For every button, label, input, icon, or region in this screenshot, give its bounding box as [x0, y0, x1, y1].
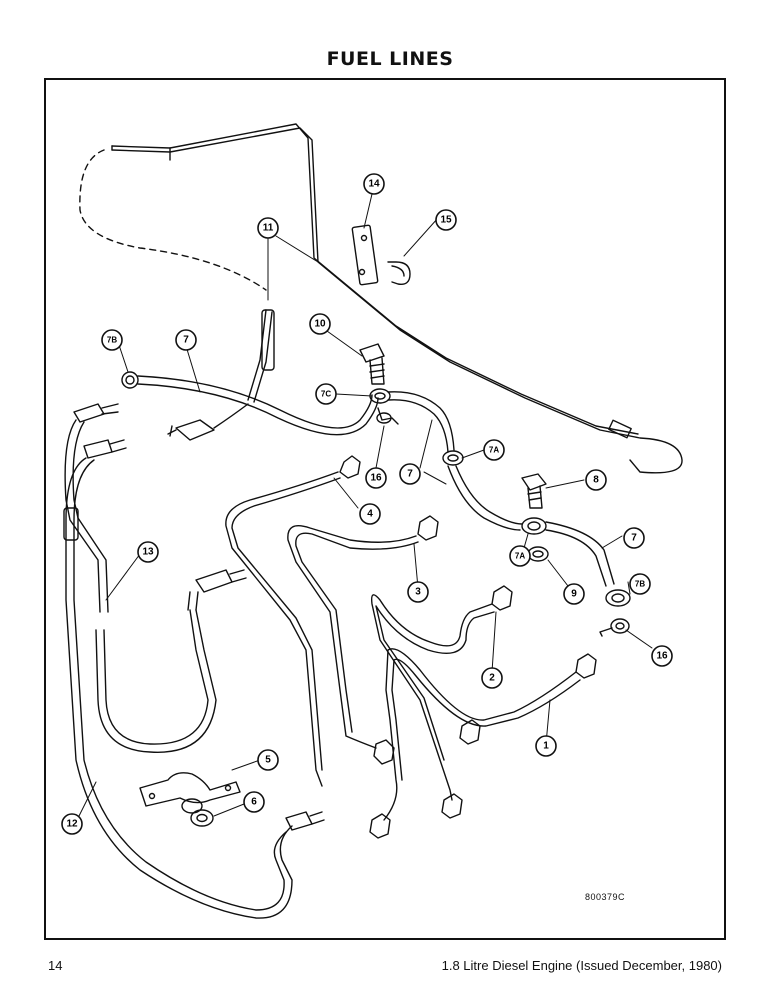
injector-pipe-3 — [287, 515, 439, 765]
svg-text:10: 10 — [314, 319, 326, 330]
svg-text:7B: 7B — [107, 336, 117, 345]
injector-pipe-2 — [370, 585, 513, 819]
union-16-right — [599, 618, 630, 637]
banjo-7c — [369, 388, 455, 453]
svg-text:13: 13 — [142, 547, 154, 558]
callout-16-right: 16 — [651, 645, 673, 667]
callout-7-left: 7 — [175, 329, 197, 351]
callout-6: 6 — [243, 791, 265, 813]
fuel-pipe-12 — [65, 439, 325, 919]
diagram-frame — [44, 78, 726, 940]
callout-14: 14 — [363, 173, 385, 195]
injector-pipe-1 — [369, 648, 597, 839]
svg-text:3: 3 — [415, 587, 421, 598]
banjo-bolt-8 — [521, 473, 547, 509]
callout-11: 11 — [257, 217, 279, 239]
svg-text:7B: 7B — [635, 580, 645, 589]
page-footer: 1.8 Litre Diesel Engine (Issued December… — [441, 958, 722, 973]
svg-text:2: 2 — [489, 673, 495, 684]
svg-text:12: 12 — [66, 819, 78, 830]
svg-text:7: 7 — [407, 469, 413, 480]
page-title: FUEL LINES — [326, 48, 454, 70]
callout-7A-lower: 7A — [509, 545, 531, 567]
svg-text:14: 14 — [368, 179, 380, 190]
svg-text:6: 6 — [251, 797, 257, 808]
leak-off-hose-7-left — [121, 371, 379, 441]
callout-7-right: 7 — [623, 527, 645, 549]
callout-3: 3 — [407, 581, 429, 603]
page-number: 14 — [48, 958, 63, 973]
svg-text:16: 16 — [370, 473, 382, 484]
svg-text:7C: 7C — [321, 390, 331, 399]
callout-8: 8 — [585, 469, 607, 491]
callout-7B-left: 7B — [101, 329, 123, 351]
banjo-bolt-10 — [359, 343, 385, 385]
svg-text:8: 8 — [593, 475, 599, 486]
svg-text:9: 9 — [571, 589, 577, 600]
callout-7C: 7C — [315, 383, 337, 405]
clip-15 — [387, 261, 411, 285]
callout-10: 10 — [309, 313, 331, 335]
svg-text:7: 7 — [631, 533, 637, 544]
bracket-14 — [351, 224, 379, 286]
svg-text:7: 7 — [183, 335, 189, 346]
callout-12: 12 — [61, 813, 83, 835]
svg-text:7A: 7A — [489, 446, 499, 455]
svg-text:16: 16 — [656, 651, 668, 662]
leader-lines — [77, 193, 653, 819]
svg-text:5: 5 — [265, 755, 271, 766]
callout-13: 13 — [137, 541, 159, 563]
callout-5: 5 — [257, 749, 279, 771]
svg-text:4: 4 — [367, 509, 373, 520]
leak-off-pipe — [79, 123, 683, 474]
figure-code: 800379C — [585, 892, 626, 902]
injector-pipe-4 — [225, 455, 361, 787]
callout-1: 1 — [535, 735, 557, 757]
callout-15: 15 — [435, 209, 457, 231]
callout-9: 9 — [563, 583, 585, 605]
svg-text:1: 1 — [543, 741, 549, 752]
callout-7B-right: 7B — [629, 573, 651, 595]
callout-16-left: 16 — [365, 467, 387, 489]
callout-7A-upper: 7A — [483, 439, 505, 461]
grommet-6 — [181, 798, 214, 827]
svg-text:11: 11 — [263, 223, 274, 234]
clamp-5 — [139, 772, 241, 807]
fuel-hose-13 — [63, 403, 247, 753]
callout-7-mid: 7 — [399, 463, 421, 485]
callout-4: 4 — [359, 503, 381, 525]
callout-2: 2 — [481, 667, 503, 689]
svg-text:7A: 7A — [515, 552, 525, 561]
svg-text:15: 15 — [440, 215, 452, 226]
